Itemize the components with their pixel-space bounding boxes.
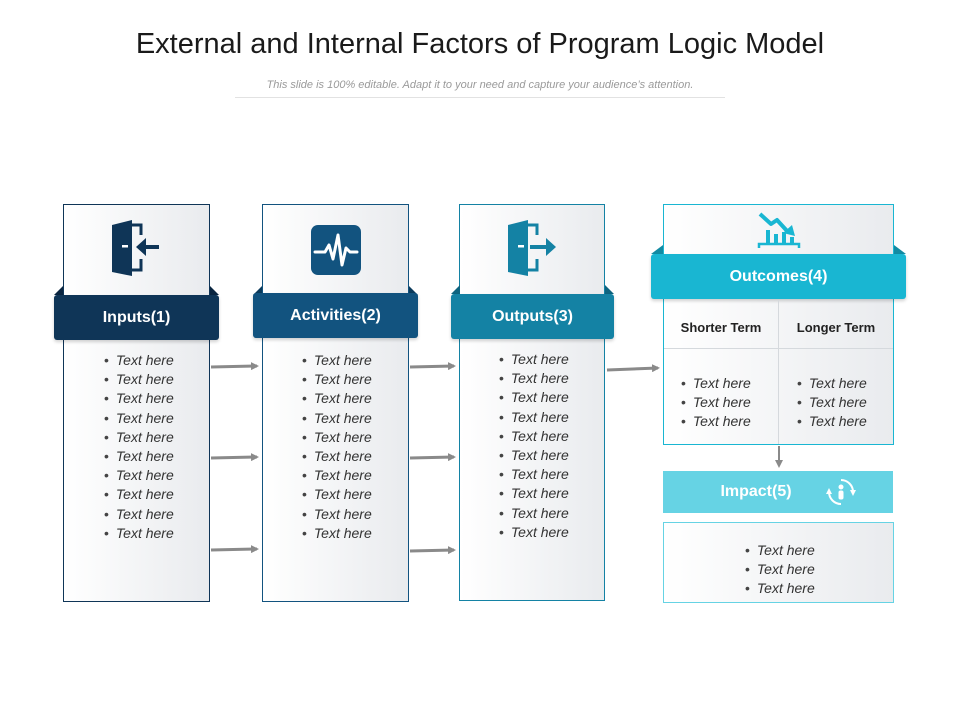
list-item: Text here — [745, 541, 815, 560]
list-item: Text here — [499, 484, 569, 503]
page-title: External and Internal Factors of Program… — [135, 28, 825, 60]
activities-band-fold-right — [409, 286, 418, 295]
arrow-outputs-outcomes — [606, 364, 660, 373]
list-item: Text here — [797, 412, 867, 431]
impact-band: Impact(5) — [663, 471, 893, 513]
list-item: Text here — [499, 465, 569, 484]
list-item: Text here — [499, 350, 569, 369]
list-item: Text here — [681, 393, 751, 412]
list-item: Text here — [499, 504, 569, 523]
list-item: Text here — [302, 370, 372, 389]
arrow-inputs-activities-1 — [210, 362, 259, 371]
list-item: Text here — [745, 579, 815, 598]
outcomes-band: Outcomes(4) — [651, 254, 906, 299]
list-item: Text here — [104, 351, 174, 370]
arrow-inputs-activities-3 — [210, 545, 259, 554]
list-item: Text here — [104, 409, 174, 428]
list-item: Text here — [104, 428, 174, 447]
list-item: Text here — [797, 374, 867, 393]
longer-term-list: Text here Text here Text here — [797, 374, 867, 432]
impact-list: Text here Text here Text here — [745, 541, 815, 599]
inputs-band: Inputs(1) — [54, 295, 219, 340]
list-item: Text here — [797, 393, 867, 412]
inputs-band-fold-right — [210, 286, 219, 295]
list-item: Text here — [499, 523, 569, 542]
outcomes-band-fold-left — [651, 245, 663, 254]
list-item: Text here — [499, 408, 569, 427]
shorter-term-list: Text here Text here Text here — [681, 374, 751, 432]
outputs-band-fold-left — [451, 285, 460, 294]
activities-list: Text here Text here Text here Text here … — [302, 351, 372, 543]
list-item: Text here — [104, 505, 174, 524]
arrow-activities-outputs-2 — [409, 453, 456, 462]
page-subtitle: This slide is 100% editable. Adapt it to… — [266, 79, 694, 91]
declining-chart-icon — [757, 210, 801, 255]
outcomes-table-divider-v — [778, 300, 779, 444]
enter-door-icon — [110, 219, 162, 282]
outcomes-band-fold-right — [894, 245, 906, 254]
subtitle-divider — [235, 97, 725, 98]
arrow-activities-outputs-3 — [409, 546, 456, 555]
list-item: Text here — [681, 412, 751, 431]
list-item: Text here — [302, 447, 372, 466]
pulse-icon — [310, 224, 362, 281]
impact-label: Impact(5) — [720, 483, 792, 500]
list-item: Text here — [499, 388, 569, 407]
outputs-band-fold-right — [605, 285, 614, 294]
list-item: Text here — [302, 409, 372, 428]
list-item: Text here — [104, 389, 174, 408]
list-item: Text here — [499, 427, 569, 446]
inputs-band-fold-left — [54, 286, 63, 295]
list-item: Text here — [681, 374, 751, 393]
outputs-list: Text here Text here Text here Text here … — [499, 350, 569, 542]
inputs-list: Text here Text here Text here Text here … — [104, 351, 174, 543]
list-item: Text here — [499, 369, 569, 388]
list-item: Text here — [745, 560, 815, 579]
activities-band-fold-left — [253, 286, 262, 295]
list-item: Text here — [302, 351, 372, 370]
arrow-inputs-activities-2 — [210, 453, 259, 462]
cycle-person-icon — [826, 477, 856, 512]
list-item: Text here — [104, 370, 174, 389]
list-item: Text here — [302, 524, 372, 543]
list-item: Text here — [302, 428, 372, 447]
activities-band: Activities(2) — [253, 293, 418, 338]
list-item: Text here — [104, 466, 174, 485]
list-item: Text here — [499, 446, 569, 465]
exit-door-icon — [506, 219, 558, 282]
longer-term-header: Longer Term — [796, 320, 876, 335]
shorter-term-header: Shorter Term — [680, 320, 762, 335]
list-item: Text here — [104, 485, 174, 504]
outputs-band: Outputs(3) — [451, 294, 614, 339]
list-item: Text here — [302, 505, 372, 524]
arrow-activities-outputs-1 — [409, 362, 456, 371]
list-item: Text here — [302, 466, 372, 485]
list-item: Text here — [104, 524, 174, 543]
list-item: Text here — [302, 389, 372, 408]
list-item: Text here — [104, 447, 174, 466]
list-item: Text here — [302, 485, 372, 504]
